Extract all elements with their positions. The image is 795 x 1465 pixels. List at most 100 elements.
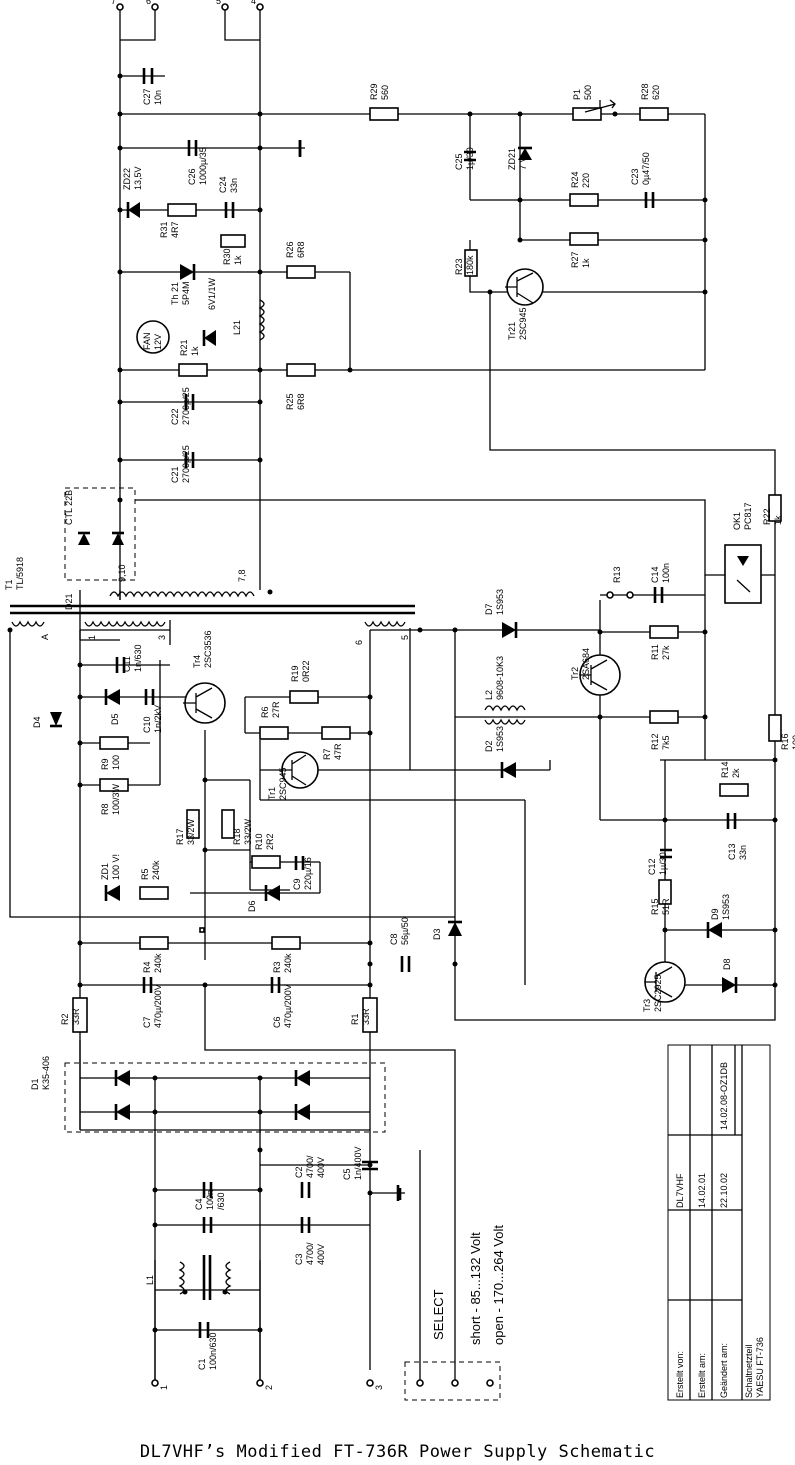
label-r12-value1: 7k5 (661, 735, 671, 750)
resistor-symbols (72, 107, 782, 1033)
label-r14-value1: 2k (731, 768, 741, 778)
label-r25-value1: 6R8 (296, 393, 306, 410)
pin-bottom-1: 1 (159, 1385, 169, 1390)
label-tr2: Tr2 (570, 667, 580, 680)
label-r23: R23 (454, 258, 464, 275)
label-t1: T1 (4, 579, 14, 590)
label-c7-value1: 470µ/200V (153, 984, 163, 1028)
label-r22: R22 (762, 508, 772, 525)
label-c12: C12 (647, 858, 657, 875)
label-r9: R9 (100, 758, 110, 770)
label-c2-value2: 400V (316, 1157, 326, 1178)
label-r6: R6 (260, 706, 270, 718)
label-c11-value1: 1n/630 (133, 644, 143, 672)
schematic-caption: DL7VHF’s Modified FT-736R Power Supply S… (139, 1442, 656, 1462)
label-c10: C10 (142, 716, 152, 733)
label-c14: C14 (650, 566, 660, 583)
label-p1-value1: 500 (583, 85, 593, 100)
label-c27: C27 (142, 88, 152, 105)
label-c9-value1: 220µ/16 (303, 857, 313, 890)
label-l21: L21 (232, 320, 242, 335)
label-l2-value1: 9608-10K3 (495, 656, 505, 700)
label-l2: L2 (484, 690, 494, 700)
label-r19: R19 (290, 665, 300, 682)
label-r8: R8 (100, 803, 110, 815)
label-r2-value1: 33R (71, 1008, 81, 1025)
pin-primary-1: 1 (87, 635, 97, 640)
label-d9: D9 (710, 908, 720, 920)
label-zd1-value1: 100 V! (111, 854, 121, 880)
label-c21: C21 (170, 466, 180, 483)
label-r8-value1: 100/3W (111, 783, 121, 815)
label-c7: C7 (142, 1016, 152, 1028)
pin-bottom-3: 3 (374, 1385, 384, 1390)
label-l1: L1 (145, 1275, 155, 1285)
label-r4-value1: 240k (153, 953, 163, 973)
inductor-symbols (7, 299, 526, 1300)
label-r3-value1: 240k (283, 953, 293, 973)
label-c8-value1: 56µ/50 (400, 917, 410, 945)
label-c2-value1: 4700/ (305, 1155, 315, 1178)
label-d2: D2 (484, 740, 494, 752)
label-d5: D5 (110, 713, 120, 725)
label-th21-value1: 5P4M (181, 281, 191, 305)
label-r27-value1: 1k (581, 258, 591, 268)
label-r26-value1: 6R8 (296, 241, 306, 258)
label-zd21: ZD21 (507, 148, 517, 170)
pin-primary-2: 3 (157, 635, 167, 640)
label-c11: C11 (122, 656, 132, 672)
label-c25-value1: 1µ/30 (465, 147, 475, 170)
label-r31: R31 (159, 221, 169, 238)
title-block-r0-c0: Erstellt von: (675, 1351, 685, 1398)
title-block-r2-c1: 22.10.02 (719, 1173, 729, 1208)
label-r24: R24 (570, 171, 580, 188)
label-c1-value1: 100n/630 (208, 1332, 218, 1370)
label-d7-value1: 1S953 (495, 589, 505, 615)
label-tr21: Tr21 (507, 322, 517, 340)
label-r26: R26 (285, 241, 295, 258)
pin-primary-3: 6 (354, 640, 364, 645)
title-block-r0-c1: DL7VHF (675, 1173, 685, 1208)
label-c5: C5 (342, 1168, 352, 1180)
label-c14-value1: 100n (661, 563, 671, 583)
label-r11-value1: 27k (661, 645, 671, 660)
label-p1: P1 (572, 89, 582, 100)
label-zd21-value1: 7 V (518, 156, 528, 170)
label-d21: D21 (64, 593, 74, 610)
label-c3-value2: 400V (316, 1244, 326, 1265)
label-c2: C2 (294, 1166, 304, 1178)
label-r10-value1: 2R2 (265, 833, 275, 850)
title-block-r1-c1: 14.02.01 (697, 1173, 707, 1208)
label-r28-value1: 620 (651, 85, 661, 100)
label-r23-value1: 180k (465, 255, 475, 275)
label-c26: C26 (187, 168, 197, 185)
pin-top-4: 4 (251, 0, 256, 6)
label-c3: C3 (294, 1253, 304, 1265)
label-r4: R4 (142, 961, 152, 973)
label-r16: R16 (780, 733, 790, 750)
junctions (77, 3, 778, 1387)
select-open-range: open - 170...264 Volt (491, 1225, 506, 1345)
label-zd22-value1: 13,5V (133, 166, 143, 190)
label-r9-value1: 100 (111, 755, 121, 770)
label-c21-value1: 2700µ/25 (181, 445, 191, 483)
label-c10-value1: 1n/2kV (153, 705, 163, 733)
label-fan: FAN (142, 332, 152, 350)
label-r18: R18 (232, 828, 242, 845)
pin-t1-1: 7,8 (237, 569, 247, 582)
label-t1-value1: TL/5918 (15, 557, 25, 590)
label-c13-value1: 33n (738, 845, 748, 860)
label-d2-value1: 1S953 (495, 726, 505, 752)
title-block-frame (667, 1044, 771, 1401)
label-r7-value1: 47R (333, 743, 343, 760)
label-d6: D6 (247, 900, 257, 912)
label-ok1: OK1 (732, 512, 742, 530)
label-r1: R1 (350, 1013, 360, 1025)
label-zd1: ZD1 (100, 863, 110, 880)
label-d1-value1: K35-406 (41, 1056, 51, 1090)
transistor-symbols (136, 268, 686, 1003)
label-c25: C25 (454, 153, 464, 170)
label-r7: R7 (322, 748, 332, 760)
